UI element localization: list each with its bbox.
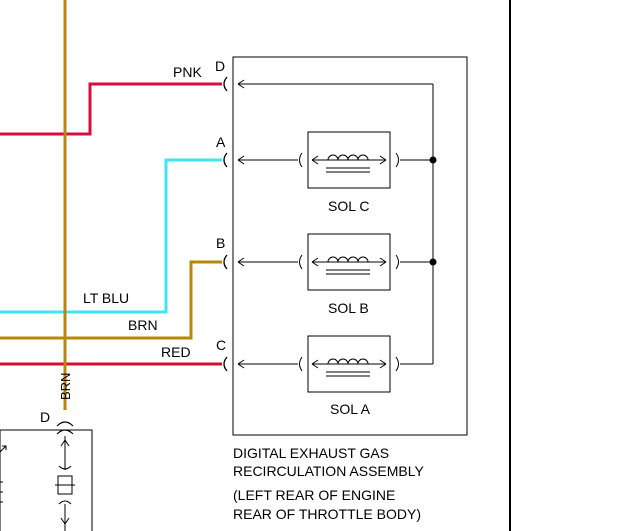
solenoid-a — [299, 335, 399, 393]
assembly-location-line1: (LEFT REAR OF ENGINE — [233, 487, 395, 503]
assembly-location-line2: REAR OF THROTTLE BODY) — [233, 506, 421, 522]
lower-pin-d-label: D — [40, 409, 50, 425]
lower-component-box — [0, 429, 93, 531]
pin-d-label: D — [215, 58, 225, 74]
lt-blue-wire — [0, 158, 222, 314]
lt-blue-wire-label: LT BLU — [83, 290, 129, 306]
junction-dot-b — [429, 258, 437, 266]
pin-b-label: B — [216, 235, 225, 251]
red-wire-label: RED — [161, 344, 191, 360]
pin-terminals — [223, 76, 228, 372]
solenoid-c — [299, 131, 399, 189]
pin-c-label: C — [216, 337, 226, 353]
vertical-brown-wire-label: BRN — [58, 373, 73, 400]
solenoid-b-label: SOL B — [328, 300, 369, 316]
pin-a-label: A — [216, 134, 226, 150]
solenoid-a-label: SOL A — [330, 401, 371, 417]
brown-wire-label: BRN — [128, 317, 158, 333]
solenoid-c-label: SOL C — [328, 198, 370, 214]
brown-wire — [0, 260, 222, 340]
assembly-title-line2: RECIRCULATION ASSEMBLY — [233, 463, 425, 479]
assembly-internal-circuit — [237, 79, 434, 369]
solenoid-b — [299, 233, 399, 291]
pink-wire-label: PNK — [173, 64, 202, 80]
egr-assembly-box — [232, 56, 468, 436]
lower-connector-d — [56, 421, 74, 435]
pink-wire — [0, 82, 222, 136]
junction-dot-a — [429, 156, 437, 164]
lower-component-circuit — [0, 436, 75, 531]
assembly-title-line1: DIGITAL EXHAUST GAS — [233, 445, 389, 461]
